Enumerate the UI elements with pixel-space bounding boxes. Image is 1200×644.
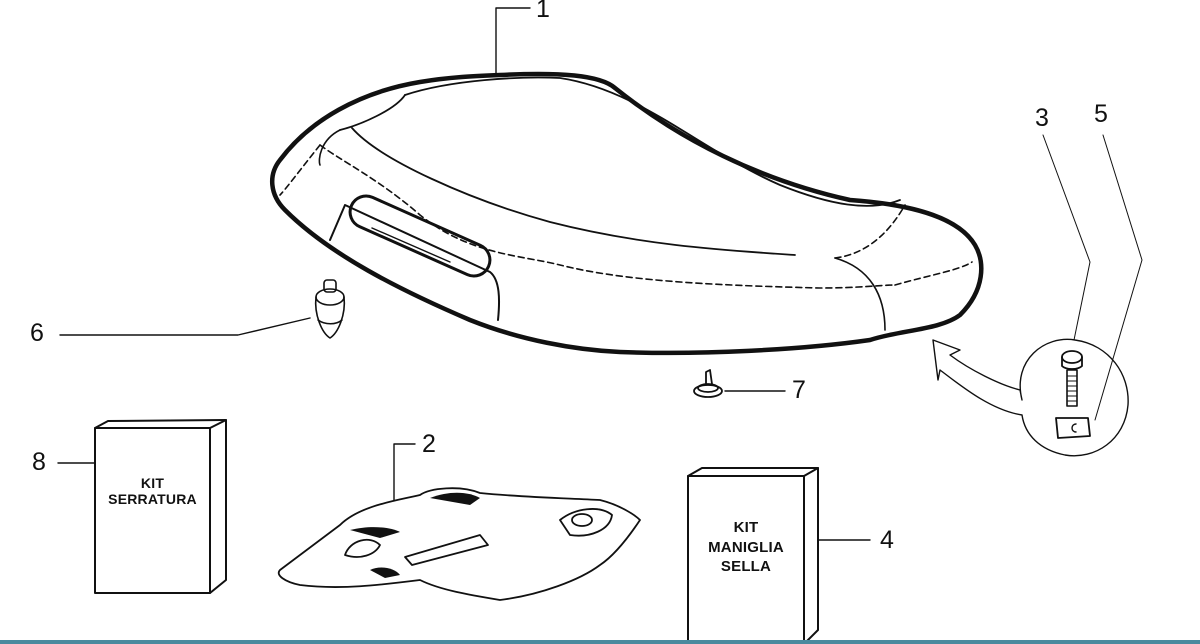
detail-bubble	[932, 338, 1129, 457]
bottom-border-bar	[0, 640, 1200, 644]
kit-maniglia-label: KIT MANIGLIA SELLA	[688, 518, 804, 577]
kit-serratura-line-2: SERRATURA	[108, 491, 197, 508]
callout-4: 4	[880, 526, 894, 554]
seat-drawing	[270, 71, 984, 356]
kit-serratura-label: KIT SERRATURA	[95, 475, 210, 507]
kit-maniglia-line-3: SELLA	[720, 558, 772, 575]
tool-pouch-drawing	[277, 487, 641, 601]
buffer-drawing	[314, 279, 346, 339]
callout-1: 1	[536, 0, 550, 23]
callout-6: 6	[30, 319, 44, 347]
kit-serratura-box	[94, 419, 227, 594]
callout-3: 3	[1035, 104, 1049, 132]
kit-maniglia-line-1: KIT	[733, 519, 759, 536]
kit-serratura-line-1: KIT	[140, 475, 165, 491]
callout-8: 8	[32, 448, 46, 476]
kit-maniglia-box	[687, 467, 819, 644]
callout-2: 2	[422, 430, 436, 458]
callout-7: 7	[792, 376, 806, 404]
kit-maniglia-line-2: MANIGLIA	[708, 538, 784, 556]
callout-5: 5	[1094, 100, 1108, 128]
clip-drawing	[693, 369, 723, 398]
